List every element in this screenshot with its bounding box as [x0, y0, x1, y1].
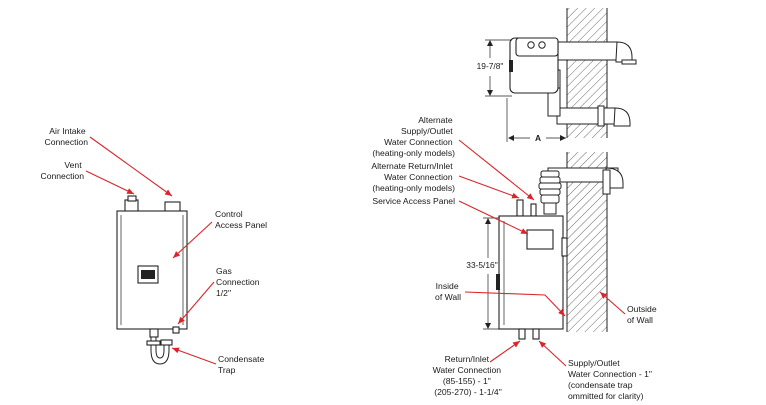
top-wall-view: 19-7/8" A [477, 8, 637, 143]
service-access-panel [526, 229, 554, 250]
gas-connection-fitting [172, 326, 180, 334]
return-inlet-fitting [518, 328, 526, 340]
label-condensate-trap: Condensate Trap [218, 354, 267, 375]
dimension-top-height: 19-7/8" [477, 61, 504, 71]
label-control-panel: Control Access Panel [215, 209, 267, 230]
left-labels: Air Intake Connection Vent Connection Co… [41, 126, 268, 375]
top-vent-pipe [556, 107, 616, 125]
vent-coil [538, 170, 562, 215]
supply-outlet-fitting [532, 328, 540, 340]
label-service-panel: Service Access Panel [372, 196, 455, 206]
dimension-depth: A [535, 133, 541, 143]
dimension-body-height: 33-5/16" [466, 260, 497, 270]
label-return-inlet: Return/Inlet Water Connection (85-155) -… [433, 354, 504, 397]
label-supply-outlet: Supply/Outlet Water Connection - 1" (con… [568, 358, 654, 401]
label-alt-return: Alternate Return/Inlet Water Connection … [371, 161, 455, 193]
side-wall-view: 33-5/16" [466, 152, 624, 340]
right-labels: Alternate Supply/Outlet Water Connection… [371, 115, 659, 401]
label-inside-wall: Inside of Wall [435, 281, 461, 302]
label-alt-supply: Alternate Supply/Outlet Water Connection… [372, 115, 455, 158]
left-boiler-unit [116, 195, 188, 365]
label-outside-wall: Outside of Wall [627, 304, 659, 325]
label-air-intake: Air Intake Connection [45, 126, 89, 147]
vent-connection-port [124, 199, 139, 213]
label-gas-connection: Gas Connection 1/2" [216, 266, 262, 298]
condensate-trap [146, 336, 173, 365]
top-intake-pipe [554, 41, 618, 61]
label-vent: Vent Connection [41, 160, 85, 181]
